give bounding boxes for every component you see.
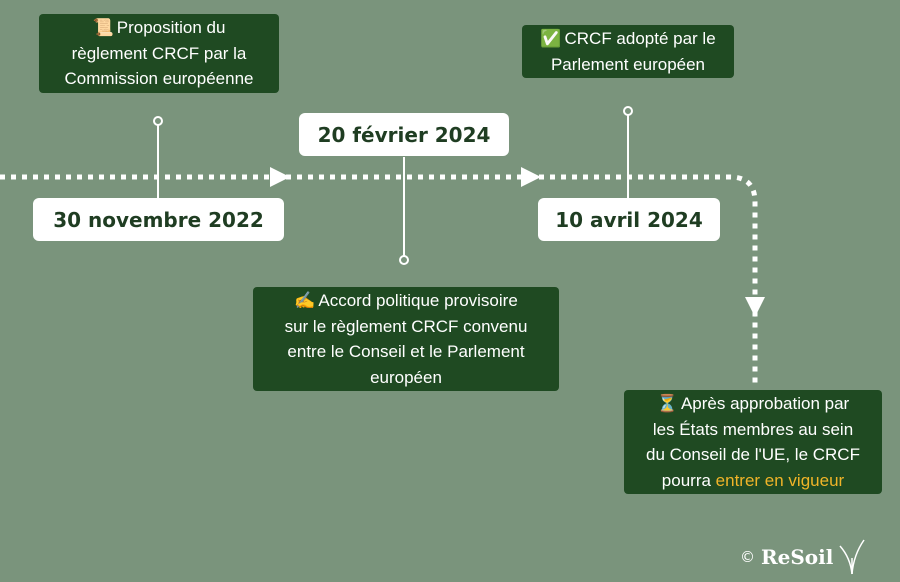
event-4-line-3: du Conseil de l'UE, le CRCF: [646, 445, 860, 464]
event-2-line-4: européen: [370, 367, 442, 387]
event-2-line-1: Accord politique provisoire: [318, 291, 518, 310]
connector-1-dot: [153, 116, 163, 126]
event-adoption-parlement: ✅CRCF adopté par le Parlement européen: [522, 25, 734, 78]
event-4-line-4: pourra: [661, 470, 711, 490]
event-proposition: 📜Proposition du règlement CRCF par la Co…: [39, 14, 279, 93]
timeline-dotted-line: [0, 174, 758, 385]
event-4-line-2: les États membres au sein: [652, 419, 854, 439]
date-10-avril-2024: 10 avril 2024: [538, 198, 720, 241]
timeline-arrow-2: [521, 167, 541, 187]
event-3-line-1: CRCF adopté par le: [564, 29, 716, 48]
sprout-logo-icon: [839, 539, 865, 575]
date-20-fevrier-2024: 20 février 2024: [299, 113, 509, 156]
connector-3-dot: [623, 106, 633, 116]
hourglass-icon: ⏳: [656, 394, 678, 413]
event-accord-politique: ✍Accord politique provisoire sur le règl…: [253, 287, 559, 391]
timeline-arrow-down: [745, 297, 765, 317]
event-4-line-1: Après approbation par: [680, 394, 850, 413]
connector-2-dot: [399, 255, 409, 265]
check-mark-icon: ✅: [540, 29, 562, 48]
brand-name: ReSoil: [761, 545, 834, 569]
event-3-line-2: Parlement européen: [550, 54, 706, 74]
writing-hand-icon: ✍: [294, 291, 316, 310]
event-1-line-1: Proposition du: [116, 18, 226, 37]
event-1-line-3: Commission européenne: [64, 69, 254, 88]
date-30-novembre-2022: 30 novembre 2022: [33, 198, 284, 241]
event-4-highlight: entrer en vigueur: [715, 470, 845, 490]
copyright-symbol: ©: [740, 548, 755, 566]
event-2-line-2: sur le règlement CRCF convenu: [284, 316, 528, 336]
event-2-line-3: entre le Conseil et le Parlement: [287, 342, 525, 361]
event-1-line-2: règlement CRCF par la: [71, 43, 247, 63]
scroll-icon: 📜: [92, 18, 114, 37]
timeline-arrow-1: [270, 167, 290, 187]
event-entree-en-vigueur: ⏳Après approbation par les États membres…: [624, 390, 882, 494]
credit: © ReSoil: [740, 538, 867, 576]
